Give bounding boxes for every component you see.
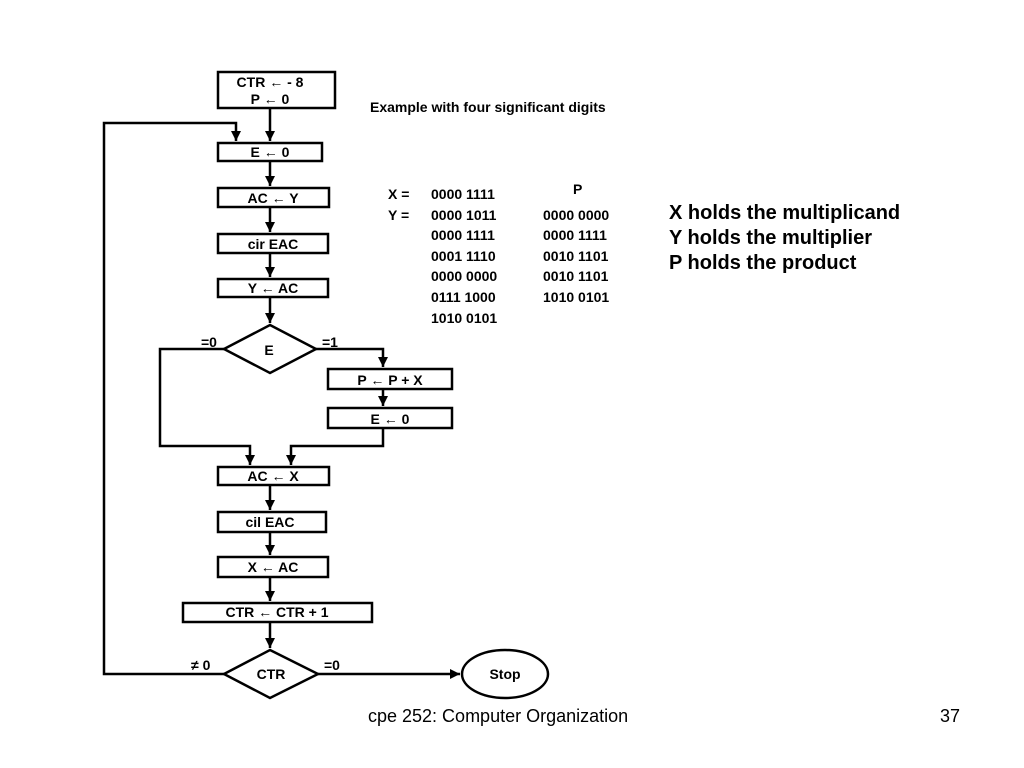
cil-box [216, 510, 328, 534]
set-e-text: E ← 0 [251, 144, 290, 160]
init-box [216, 70, 337, 110]
decision-e [221, 323, 319, 375]
store-y-box [216, 277, 330, 299]
branch-ctr-eq0-label: =0 [324, 657, 340, 673]
clear-e-text: E ← 0 [371, 411, 410, 427]
decision-e-text: E [264, 342, 273, 358]
store-y-text: Y ← AC [248, 280, 299, 296]
branch-ne0-label: ≠ 0 [191, 657, 211, 673]
x-column-value: 0111 1000 [431, 288, 496, 305]
branch-eq1-arrow [316, 347, 388, 367]
decision-ctr-text: CTR [257, 666, 286, 682]
description-multiplier: Y holds the multiplier [669, 227, 872, 249]
add-text: P ← P + X [357, 372, 423, 388]
load-ac-x-text: AC ← X [247, 468, 299, 484]
merge-arrow [286, 428, 385, 465]
x-column-value: 0000 1111 [431, 227, 495, 244]
init-p-text: P ← 0 [251, 91, 290, 107]
init-ctr-text: CTR ← - 8 [237, 74, 304, 90]
load-ac-y-box [216, 186, 331, 209]
clear-e-box [326, 406, 454, 430]
x-column-value: 1010 0101 [431, 309, 498, 326]
inc-ctr-box [181, 601, 374, 624]
stop-text: Stop [489, 666, 520, 682]
set-e-box [216, 141, 324, 163]
store-x-text: X ← AC [248, 559, 299, 575]
p-column-value: 0010 1101 [543, 268, 609, 285]
x-column-value: 0001 1110 [431, 247, 496, 264]
p-column-value: 0000 1111 [543, 227, 607, 244]
p-column-value: 0010 1101 [543, 247, 609, 264]
cir-box [216, 232, 330, 255]
description-product: P holds the product [669, 252, 857, 274]
cil-text: cil EAC [245, 514, 294, 530]
p-column: 0000 0000 0000 1111 0010 1101 0010 1101 … [543, 205, 609, 308]
branch-eq0-arrow [158, 347, 255, 465]
x-label: X = [388, 186, 410, 202]
p-header: P [573, 181, 583, 197]
footer-course: cpe 252: Computer Organization [368, 706, 629, 726]
page-number: 37 [940, 706, 961, 726]
branch-eq0-label: =0 [201, 334, 217, 350]
description-multiplicand: X holds the multiplicand [669, 202, 901, 224]
example-caption: Example with four significant digits [370, 99, 606, 115]
loop-back-arrow [102, 121, 241, 676]
p-column-value: 1010 0101 [543, 288, 610, 305]
x-column-value: 0000 1011 [431, 206, 497, 223]
inc-ctr-text: CTR ← CTR + 1 [225, 604, 328, 620]
load-ac-y-text: AC ← Y [247, 190, 299, 206]
p-column-value: 0000 0000 [543, 206, 610, 223]
y-label: Y = [388, 206, 410, 223]
cir-text: cir EAC [248, 236, 299, 252]
x-column-value: 0000 1111 [431, 186, 495, 202]
x-column: 0000 1111 0000 1011 0000 1111 0001 1110 … [431, 184, 497, 328]
branch-eq1-label: =1 [322, 334, 338, 350]
add-box [326, 367, 454, 391]
stop-terminal [460, 648, 550, 700]
decision-ctr [221, 648, 321, 700]
store-x-box [216, 555, 330, 579]
load-ac-x-box [216, 465, 331, 487]
x-column-value: 0000 0000 [431, 268, 498, 285]
